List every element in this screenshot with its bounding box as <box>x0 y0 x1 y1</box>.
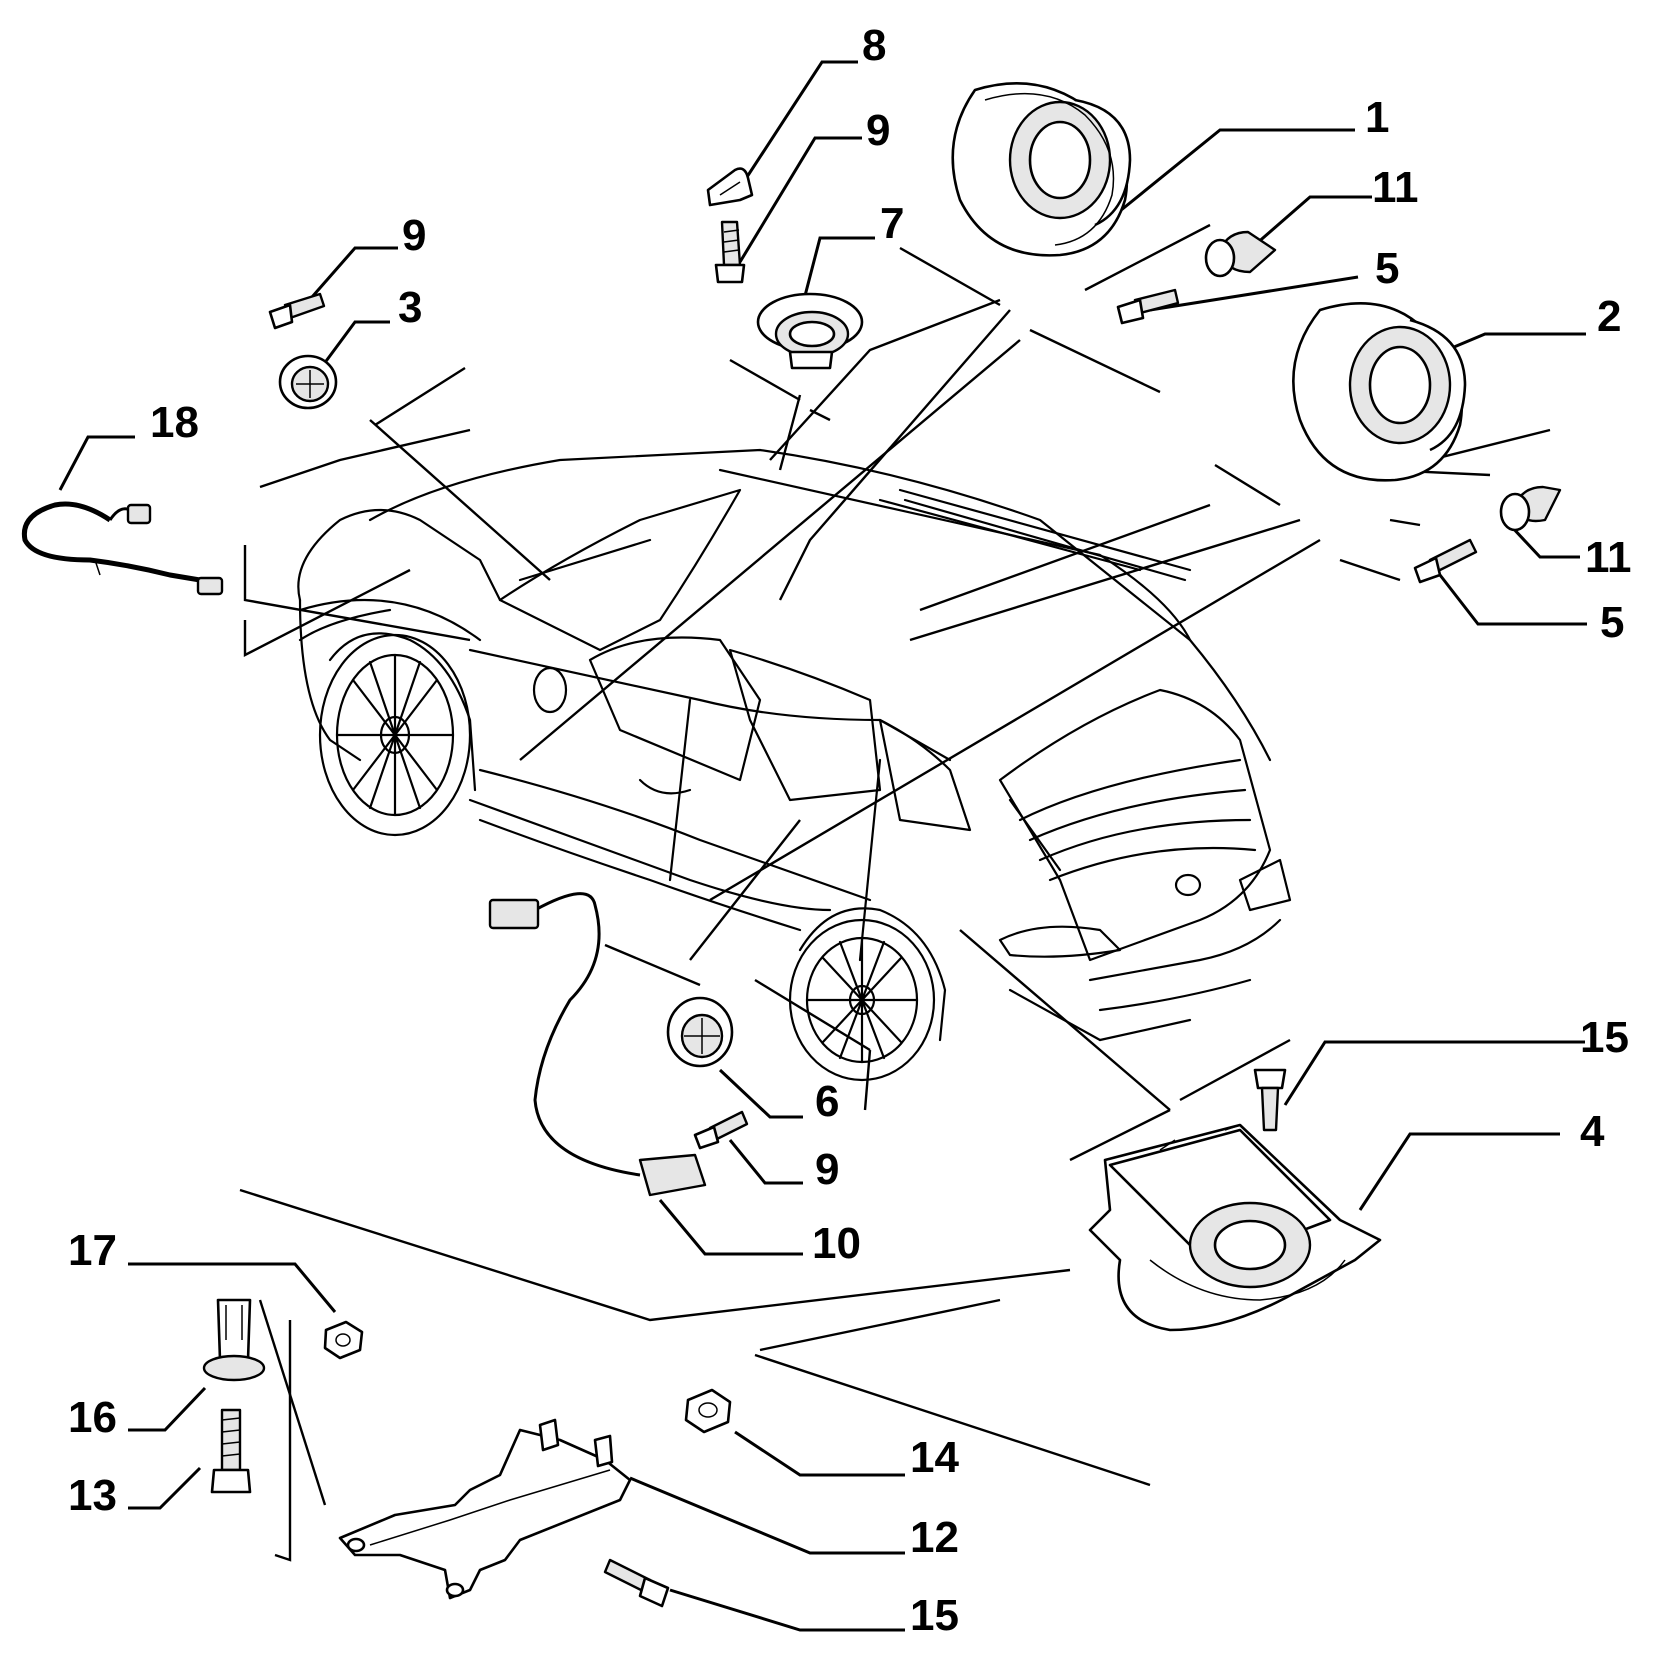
screw-icon <box>1253 1068 1287 1132</box>
wiring-harness-icon <box>21 501 224 596</box>
callout-labels: 8 9 1 11 7 9 3 5 2 18 11 5 15 4 6 9 10 1… <box>68 21 1632 1640</box>
car-illustration <box>297 448 1292 1082</box>
callout-16: 16 <box>68 1393 117 1442</box>
callout-1: 1 <box>1365 93 1389 142</box>
callout-13: 13 <box>68 1471 117 1520</box>
tweeter-icon <box>666 996 734 1068</box>
callout-9-left: 9 <box>402 211 426 260</box>
nut-icon <box>323 1320 364 1360</box>
screw-icon <box>1116 288 1180 325</box>
tweeter-icon <box>278 354 338 410</box>
callout-5-right: 5 <box>1600 598 1624 647</box>
callout-8: 8 <box>862 21 886 70</box>
screw-icon <box>693 1110 749 1150</box>
callout-2: 2 <box>1597 292 1621 341</box>
screw-icon <box>210 1408 252 1494</box>
speaker-icon <box>1292 302 1467 482</box>
callout-15-top: 15 <box>1580 1013 1629 1062</box>
callout-3: 3 <box>398 283 422 332</box>
callout-5-top: 5 <box>1375 244 1399 293</box>
subwoofer-icon <box>1088 1123 1382 1332</box>
callout-9-top: 9 <box>866 106 890 155</box>
speaker-icon <box>951 82 1132 257</box>
screw-icon <box>1413 538 1478 584</box>
expansion-rivet-icon <box>1499 485 1562 532</box>
front-wheel <box>318 632 477 837</box>
speaker-icon <box>756 292 864 370</box>
callout-14: 14 <box>910 1433 959 1482</box>
rear-wheel <box>788 907 947 1082</box>
nut-icon <box>684 1388 732 1434</box>
leader-lines <box>58 60 1587 1632</box>
callout-17: 17 <box>68 1226 117 1275</box>
callout-7: 7 <box>880 199 904 248</box>
screw-icon <box>603 1558 670 1608</box>
callout-4: 4 <box>1580 1107 1605 1156</box>
spacer-icon <box>202 1298 266 1382</box>
screw-icon <box>268 292 326 330</box>
callout-11-top: 11 <box>1372 163 1419 212</box>
expansion-rivet-icon <box>1204 230 1277 278</box>
screw-icon <box>714 220 746 284</box>
callout-6: 6 <box>815 1077 839 1126</box>
callout-18: 18 <box>150 398 199 447</box>
callout-12: 12 <box>910 1513 959 1562</box>
callout-11-right: 11 <box>1585 533 1632 582</box>
callout-15-bottom: 15 <box>910 1591 959 1640</box>
bracket-icon <box>338 1418 632 1600</box>
callout-9-lower: 9 <box>815 1145 839 1194</box>
wiring-harness-icon <box>488 892 707 1197</box>
callout-10: 10 <box>812 1219 861 1268</box>
clip-nut-part <box>706 167 754 207</box>
